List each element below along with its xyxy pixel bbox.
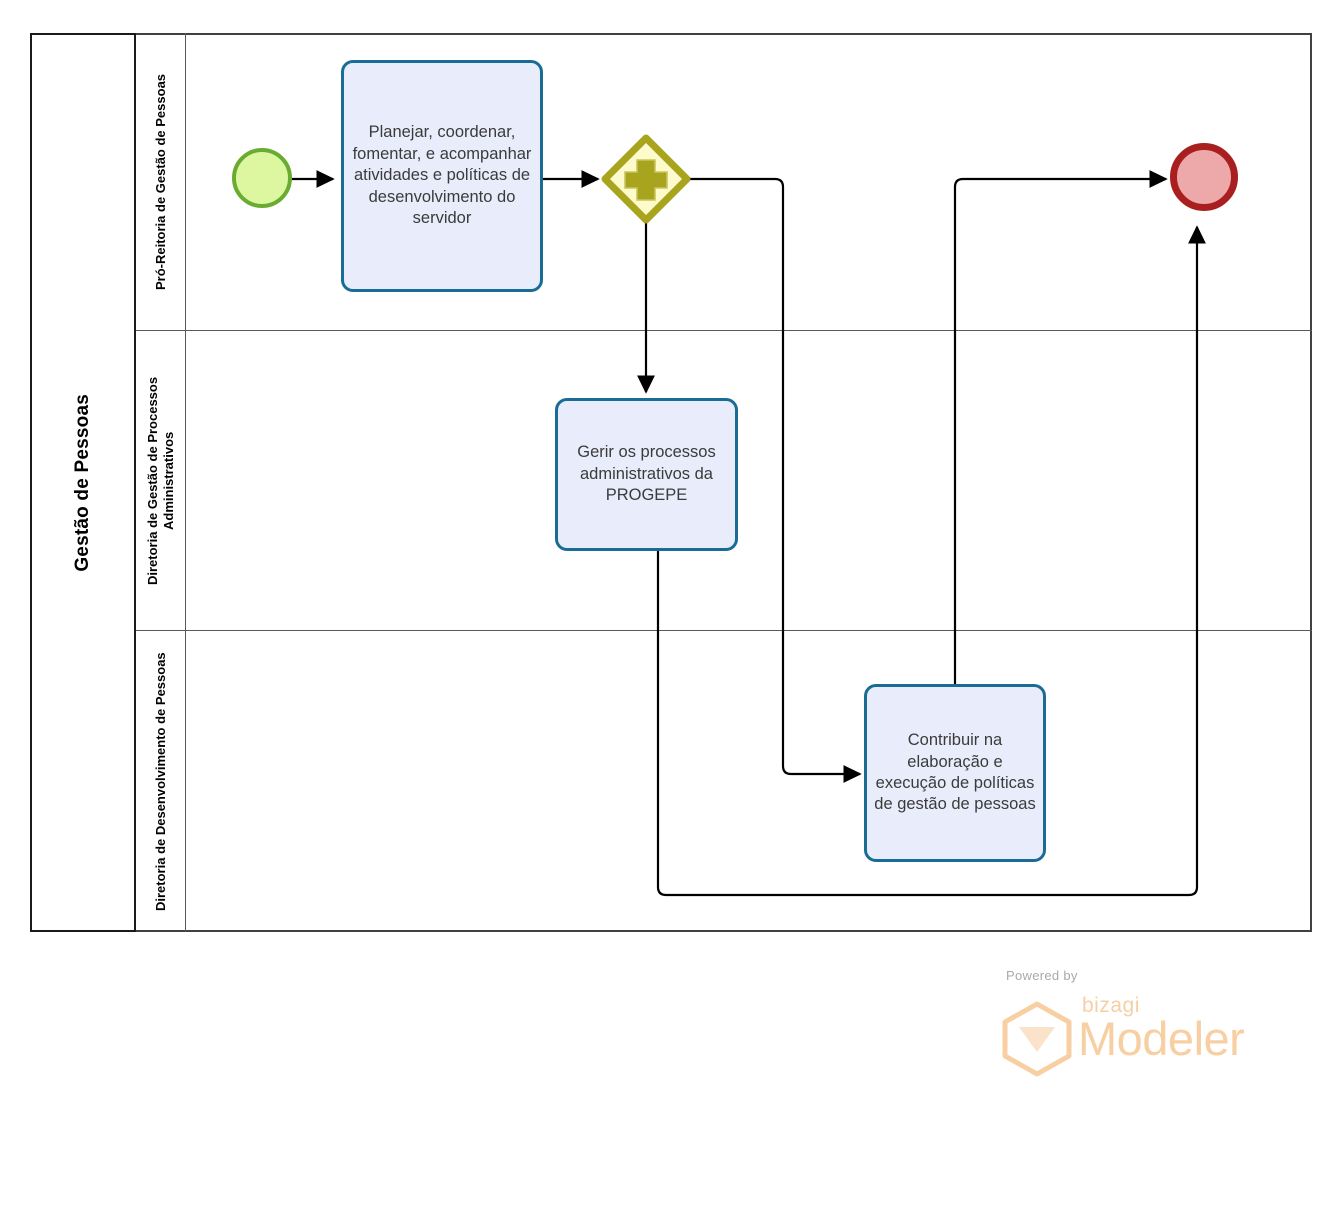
start-event[interactable] xyxy=(232,148,292,208)
lane-diretoria-gestao-processos-administrativos[interactable]: Diretoria de Gestão de Processos Adminis… xyxy=(136,331,1312,631)
task-gerir-processos-administrativos[interactable]: Gerir os processos administrativos da PR… xyxy=(555,398,738,551)
task-contribuir-label: Contribuir na elaboração e execução de p… xyxy=(874,731,1036,814)
task-contribuir-politicas-gestao[interactable]: Contribuir na elaboração e execução de p… xyxy=(864,684,1046,862)
lane-pro-reitoria-de-gestao-de-pessoas[interactable]: Pró-Reitoria de Gestão de Pessoas xyxy=(136,33,1312,331)
watermark-bizagi-brand: bizagi xyxy=(1082,994,1140,1017)
lane-header-desenvolvimento-pessoas[interactable]: Diretoria de Desenvolvimento de Pessoas xyxy=(136,631,186,932)
end-event[interactable] xyxy=(1170,143,1238,211)
watermark-modeler-product: Modeler xyxy=(1078,1012,1245,1065)
bizagi-hexagon-logo-icon xyxy=(1002,1001,1072,1077)
bizagi-watermark: Powered by bizagi Modeler xyxy=(966,968,1256,1078)
pool-header[interactable]: Gestão de Pessoas xyxy=(30,33,136,932)
flow-gerir-to-end xyxy=(656,225,1207,897)
parallel-plus-icon xyxy=(624,159,668,201)
task-planejar-label: Planejar, coordenar, fomentar, e acompan… xyxy=(352,123,532,228)
lane-header-pro-reitoria[interactable]: Pró-Reitoria de Gestão de Pessoas xyxy=(136,33,186,330)
watermark-powered-by-label: Powered by xyxy=(1006,968,1078,983)
lane-diretoria-desenvolvimento-pessoas[interactable]: Diretoria de Desenvolvimento de Pessoas xyxy=(136,631,1312,932)
task-gerir-label: Gerir os processos administrativos da PR… xyxy=(577,443,716,505)
lane-header-processos-administrativos[interactable]: Diretoria de Gestão de Processos Adminis… xyxy=(136,331,186,630)
task-planejar-coordenar-fomentar[interactable]: Planejar, coordenar, fomentar, e acompan… xyxy=(341,60,543,292)
pool-gestao-de-pessoas[interactable]: Gestão de Pessoas Pró-Reitoria de Gestão… xyxy=(30,33,1312,932)
flow-contribuir-to-end xyxy=(953,169,1168,686)
flow-gateway-to-contribuir xyxy=(690,177,862,784)
parallel-gateway[interactable] xyxy=(601,134,691,224)
